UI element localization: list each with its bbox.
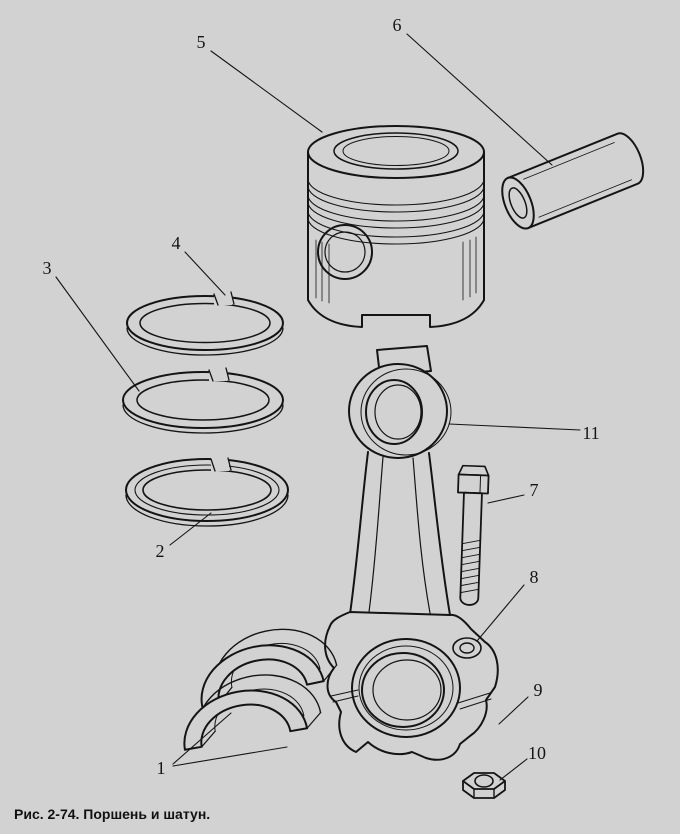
- rod-nut: [462, 772, 506, 799]
- leader-lines: [55, 33, 581, 781]
- callout-9: 9: [533, 680, 543, 700]
- callout-11: 11: [582, 423, 600, 443]
- callout-7: 7: [529, 480, 539, 500]
- piston-ring-oil: [125, 455, 289, 527]
- connecting-rod: [324, 345, 499, 761]
- rod-bolt: [457, 464, 490, 606]
- callout-3: 3: [42, 258, 52, 278]
- piston: [307, 125, 485, 328]
- callout-5: 5: [196, 32, 206, 52]
- figure-caption: Рис. 2-74. Поршень и шатун.: [14, 806, 211, 822]
- piston-ring-middle: [122, 366, 284, 434]
- callout-4: 4: [171, 233, 181, 253]
- piston-pin: [501, 132, 645, 230]
- callout-6: 6: [392, 15, 402, 35]
- callout-10: 10: [528, 743, 546, 763]
- bearing-shells: [183, 628, 338, 751]
- piston-ring-top: [126, 290, 284, 356]
- callout-2: 2: [155, 541, 165, 561]
- callout-8: 8: [529, 567, 539, 587]
- callout-1: 1: [156, 758, 166, 778]
